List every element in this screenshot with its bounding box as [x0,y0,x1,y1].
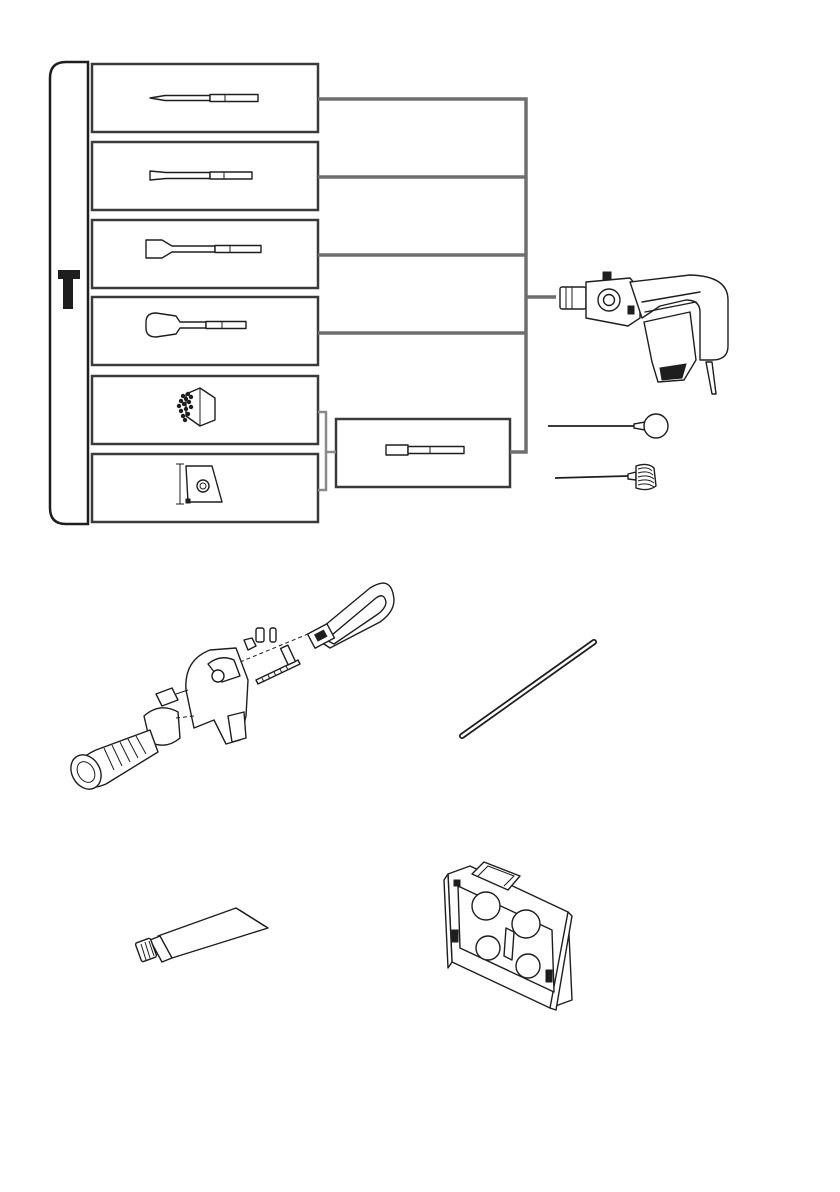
cold-chisel-icon [150,171,252,180]
accessory-box-bull-point [92,64,318,132]
grease-tube-icon [135,908,268,962]
demolition-hammer-icon [560,272,728,394]
accessory-box-cold-chisel [92,142,318,210]
side-handle-icon [65,583,394,794]
accessory-box-bushing-tool [92,376,318,444]
bull-point-icon [150,95,258,102]
carrying-case-icon [444,862,572,1010]
accessory-box-tamper-plate [92,454,318,522]
depth-rod-icon [462,642,594,736]
side-tab [50,62,88,524]
accessory-box-shank-adapter [336,419,510,487]
cleaning-brush-icon [555,464,656,489]
shank-adapter-icon [386,445,464,455]
blow-out-bulb-icon [548,414,668,438]
accessory-box-scaling-chisel [92,220,318,288]
accessory-box-clay-spade [92,297,318,365]
